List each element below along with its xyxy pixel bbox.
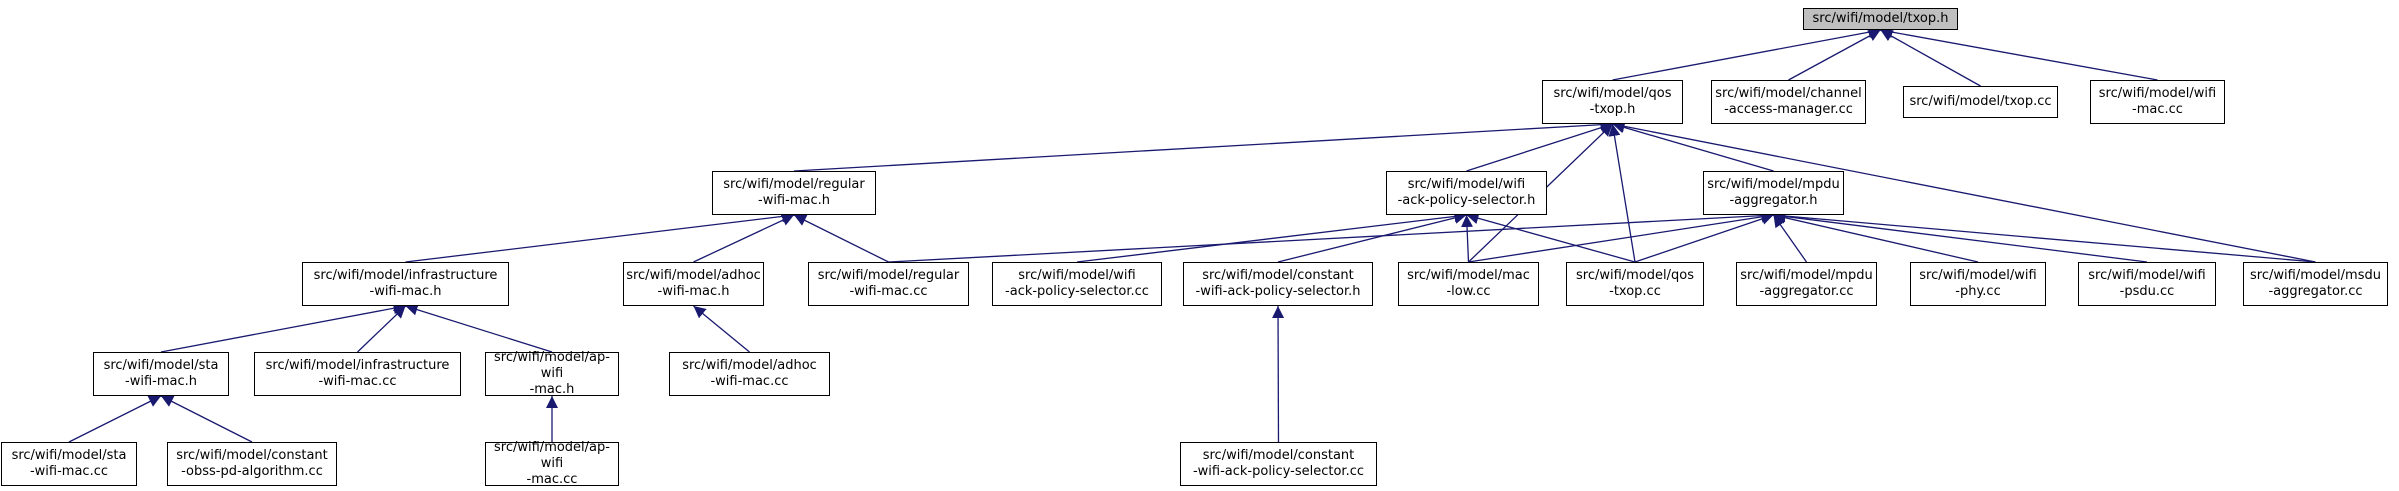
node-constant-wifi-ack-policy-selector-h[interactable]: src/wifi/model/constant -wifi-ack-policy…	[1183, 262, 1373, 306]
edge-constant_wifi_ack_policy_selector_h-to-wifi_ack_policy_selector_h	[1277, 212, 1467, 263]
node-infrastructure-wifi-mac-cc[interactable]: src/wifi/model/infrastructure -wifi-mac.…	[254, 352, 461, 396]
node-txop-h: src/wifi/model/txop.h	[1803, 8, 1958, 30]
edge-regular_wifi_mac_cc-to-regular_wifi_mac_h	[793, 214, 889, 263]
edge-adhoc_wifi_mac_h-to-regular_wifi_mac_h	[693, 214, 795, 263]
edge-wifi_phy_cc-to-mpdu_aggregator_h	[1773, 211, 1979, 263]
edge-qos_txop_h-to-txop_h	[1612, 26, 1881, 81]
edge-infrastructure_wifi_mac_h-to-regular_wifi_mac_h	[405, 210, 795, 263]
node-wifi-psdu-cc[interactable]: src/wifi/model/wifi -psdu.cc	[2078, 262, 2216, 306]
edge-mac_low_cc-to-wifi_ack_policy_selector_h	[1461, 214, 1474, 263]
edge-qos_txop_cc-to-mpdu_aggregator_h	[1634, 213, 1774, 263]
node-constant-wifi-ack-policy-selector-cc[interactable]: src/wifi/model/constant -wifi-ack-policy…	[1180, 442, 1377, 486]
edge-sta_wifi_mac_cc-to-sta_wifi_mac_h	[68, 395, 162, 443]
edge-sta_wifi_mac_h-to-infrastructure_wifi_mac_h	[160, 302, 406, 353]
edge-infrastructure_wifi_mac_cc-to-infrastructure_wifi_mac_h	[357, 305, 406, 353]
edge-constant_obss_pd_algorithm_cc-to-sta_wifi_mac_h	[160, 395, 253, 443]
edge-wifi_mac_cc-to-txop_h	[1880, 26, 2158, 81]
node-regular-wifi-mac-cc[interactable]: src/wifi/model/regular -wifi-mac.cc	[808, 262, 969, 306]
edge-ap_wifi_mac_h-to-infrastructure_wifi_mac_h	[405, 303, 553, 353]
node-adhoc-wifi-mac-h[interactable]: src/wifi/model/adhoc -wifi-mac.h	[623, 262, 764, 306]
node-txop-cc[interactable]: src/wifi/model/txop.cc	[1903, 86, 2058, 118]
node-qos-txop-h[interactable]: src/wifi/model/qos -txop.h	[1542, 80, 1683, 124]
node-msdu-aggregator-cc[interactable]: src/wifi/model/msdu -aggregator.cc	[2243, 262, 2388, 306]
edge-regular_wifi_mac_cc-to-mpdu_aggregator_h	[888, 209, 1774, 263]
node-ap-wifi-mac-cc[interactable]: src/wifi/model/ap-wifi -mac.cc	[485, 440, 619, 487]
node-channel-access-manager-cc[interactable]: src/wifi/model/channel -access-manager.c…	[1711, 80, 1866, 124]
edge-msdu_aggregator_cc-to-qos_txop_h	[1612, 120, 2316, 263]
edge-wifi_ack_policy_selector_h-to-qos_txop_h	[1466, 121, 1613, 172]
edge-regular_wifi_mac_h-to-qos_txop_h	[793, 118, 1613, 172]
node-wifi-mac-cc[interactable]: src/wifi/model/wifi -mac.cc	[2090, 80, 2225, 124]
node-infrastructure-wifi-mac-h[interactable]: src/wifi/model/infrastructure -wifi-mac.…	[302, 262, 509, 306]
edge-txop_cc-to-txop_h	[1880, 29, 1981, 87]
node-mac-low-cc[interactable]: src/wifi/model/mac -low.cc	[1398, 262, 1539, 306]
node-qos-txop-cc[interactable]: src/wifi/model/qos -txop.cc	[1566, 262, 1704, 306]
edge-wifi_ack_policy_selector_cc-to-wifi_ack_policy_selector_h	[1076, 210, 1467, 263]
node-wifi-ack-policy-selector-cc[interactable]: src/wifi/model/wifi -ack-policy-selector…	[992, 262, 1162, 306]
node-mpdu-aggregator-cc[interactable]: src/wifi/model/mpdu -aggregator.cc	[1736, 262, 1877, 306]
edge-wifi_psdu_cc-to-mpdu_aggregator_h	[1773, 210, 2148, 263]
node-sta-wifi-mac-h[interactable]: src/wifi/model/sta -wifi-mac.h	[93, 352, 229, 396]
edge-qos_txop_cc-to-wifi_ack_policy_selector_h	[1466, 212, 1636, 263]
edge-msdu_aggregator_cc-to-mpdu_aggregator_h	[1773, 210, 2316, 263]
node-regular-wifi-mac-h[interactable]: src/wifi/model/regular -wifi-mac.h	[712, 171, 876, 215]
node-constant-obss-pd-algorithm-cc[interactable]: src/wifi/model/constant -obss-pd-algorit…	[167, 442, 337, 486]
node-mpdu-aggregator-h[interactable]: src/wifi/model/mpdu -aggregator.h	[1703, 171, 1844, 215]
node-wifi-ack-policy-selector-h[interactable]: src/wifi/model/wifi -ack-policy-selector…	[1386, 171, 1547, 215]
node-adhoc-wifi-mac-cc[interactable]: src/wifi/model/adhoc -wifi-mac.cc	[669, 352, 830, 396]
edge-constant_wifi_ack_policy_selector_cc-to-constant_wifi_ack_policy_selector_h	[1272, 305, 1285, 443]
edge-channel_access_manager_cc-to-txop_h	[1788, 29, 1881, 81]
edge-qos_txop_cc-to-qos_txop_h	[1608, 123, 1636, 263]
node-wifi-phy-cc[interactable]: src/wifi/model/wifi -phy.cc	[1910, 262, 2046, 306]
node-sta-wifi-mac-cc[interactable]: src/wifi/model/sta -wifi-mac.cc	[1, 442, 137, 486]
edge-mpdu_aggregator_h-to-qos_txop_h	[1612, 121, 1774, 172]
node-ap-wifi-mac-h[interactable]: src/wifi/model/ap-wifi -mac.h	[485, 350, 619, 397]
edge-adhoc_wifi_mac_cc-to-adhoc_wifi_mac_h	[693, 305, 750, 353]
edge-mac_low_cc-to-mpdu_aggregator_h	[1468, 210, 1774, 263]
